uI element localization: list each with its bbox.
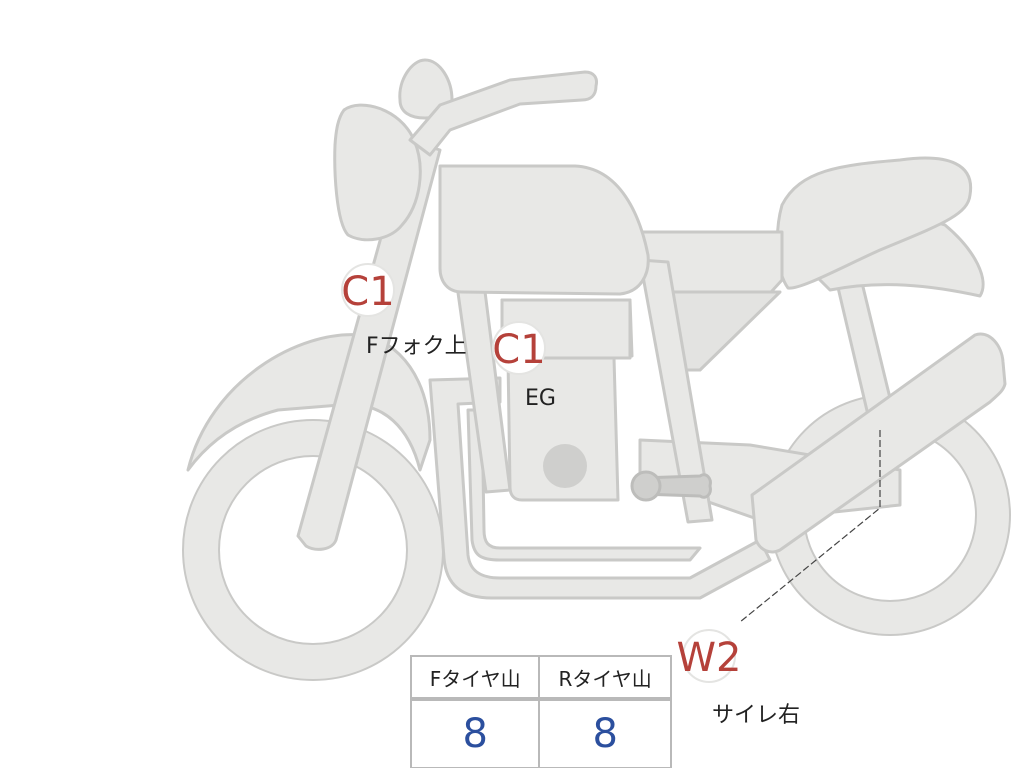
marker-code: W2 <box>677 635 742 681</box>
muffler <box>750 332 1007 554</box>
marker-code: C1 <box>492 327 545 373</box>
engine-cover <box>543 444 587 488</box>
seat <box>775 156 973 290</box>
frame-downtube <box>428 376 772 600</box>
marker-label-fork-top: Fフォク上 <box>366 334 467 359</box>
headlight <box>333 103 422 242</box>
marker-code: C1 <box>341 269 394 315</box>
marker-engine: C1 <box>492 321 546 375</box>
table-value-row: 8 8 <box>409 698 672 768</box>
tire-tread-table: Fタイヤ山 Rタイヤ山 8 8 <box>409 655 672 768</box>
front-wheel <box>183 420 443 680</box>
front-tire-tread-header: Fタイヤ山 <box>409 655 541 701</box>
handlebar <box>408 70 598 157</box>
marker-label-engine: EG <box>525 386 556 411</box>
table-header-row: Fタイヤ山 Rタイヤ山 <box>409 655 672 701</box>
front-tire-tread-value: 8 <box>409 698 541 768</box>
marker-muffler-right: W2 <box>677 629 742 683</box>
front-fork <box>296 138 442 551</box>
leader-line <box>739 430 881 623</box>
rear-tire-tread-header: Rタイヤ山 <box>538 655 672 701</box>
marker-fork-top: C1 <box>341 263 395 317</box>
rear-tire-tread-value: 8 <box>538 698 672 768</box>
fuel-tank <box>438 164 650 296</box>
marker-label-muffler-right: サイレ右 <box>712 703 801 728</box>
